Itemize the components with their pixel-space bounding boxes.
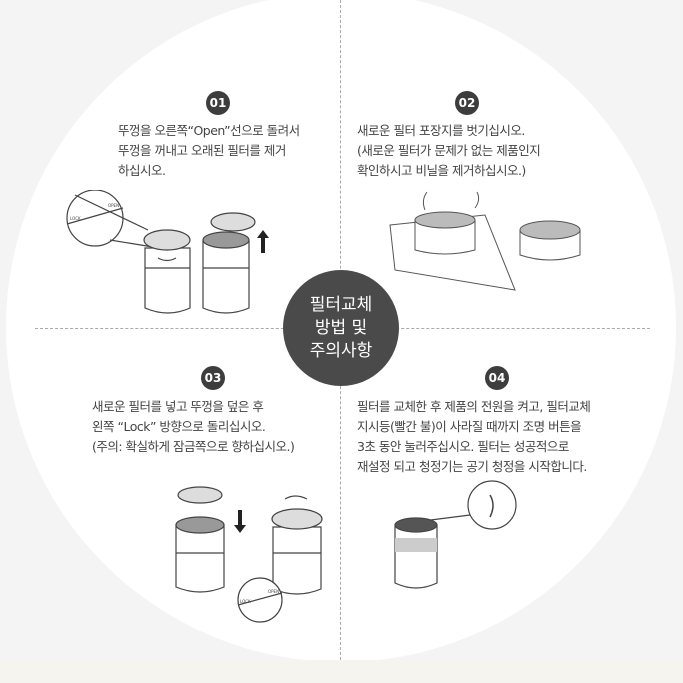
step-number-badge: 03 <box>201 366 225 390</box>
arrow-down-icon <box>234 510 246 533</box>
text-line: 뚜껑을 오른쪽“Open”선으로 돌려서 <box>118 123 300 138</box>
text-line: (주의: 확실하게 잠금쪽으로 향하십시오.) <box>92 439 295 454</box>
lock-label: LOCK <box>70 216 81 221</box>
text-line: 새로운 필터를 넣고 뚜껑을 덮은 후 <box>92 399 264 414</box>
open-label: OPEN <box>108 203 119 208</box>
text-line: 하십시오. <box>118 163 166 178</box>
text-line: 지시등(빨간 불)이 사라질 때까지 조명 버튼을 <box>357 419 582 434</box>
arrow-up-icon <box>257 230 269 253</box>
step-3-illustration: LOCK OPEN <box>175 486 323 623</box>
step-number-badge: 04 <box>485 366 509 390</box>
text-line: 3초 동안 눌러주십시오. 필터는 성공적으로 <box>357 439 569 454</box>
text-line: 왼쪽 “Lock” 방향으로 돌리십시오. <box>92 419 266 434</box>
step-number-badge: 01 <box>206 91 230 115</box>
center-title-line: 주의사항 <box>309 340 373 361</box>
step-2-text: 새로운 필터 포장지를 벗기십시오. (새로운 필터가 문제가 없는 제품인지 … <box>357 121 541 181</box>
center-title-line: 방법 및 <box>314 317 368 338</box>
open-label: OPEN <box>268 589 279 594</box>
text-line: (새로운 필터가 문제가 없는 제품인지 <box>357 143 541 158</box>
step-2-illustration <box>389 191 581 291</box>
step-4-illustration <box>394 480 517 589</box>
lock-label: LOCK <box>240 599 251 604</box>
rotate-arrow-icon <box>284 495 308 500</box>
step-4-text: 필터를 교체한 후 제품의 전원을 켜고, 필터교체 지시등(빨간 불)이 사라… <box>357 397 591 477</box>
text-line: 새로운 필터 포장지를 벗기십시오. <box>357 123 525 138</box>
text-line: 필터를 교체한 후 제품의 전원을 켜고, 필터교체 <box>357 399 591 414</box>
step-3-text: 새로운 필터를 넣고 뚜껑을 덮은 후 왼쪽 “Lock” 방향으로 돌리십시오… <box>92 397 295 457</box>
text-line: 뚜껑을 꺼내고 오래된 필터를 제거 <box>118 143 286 158</box>
footer-strip <box>0 660 683 683</box>
finger-press-icon <box>489 494 494 518</box>
step-1-text: 뚜껑을 오른쪽“Open”선으로 돌려서 뚜껑을 꺼내고 오래된 필터를 제거 … <box>118 121 300 181</box>
center-title-line: 필터교체 <box>309 294 373 315</box>
text-line: 확인하시고 비닐을 제거하십시오.) <box>357 163 526 178</box>
step-1-illustration: LOCK OPEN <box>66 190 269 314</box>
text-line: 재설정 되고 청정기는 공기 청정을 시작합니다. <box>357 459 587 474</box>
center-title-badge: 필터교체 방법 및 주의사항 <box>283 270 399 386</box>
step-number-badge: 02 <box>455 91 479 115</box>
